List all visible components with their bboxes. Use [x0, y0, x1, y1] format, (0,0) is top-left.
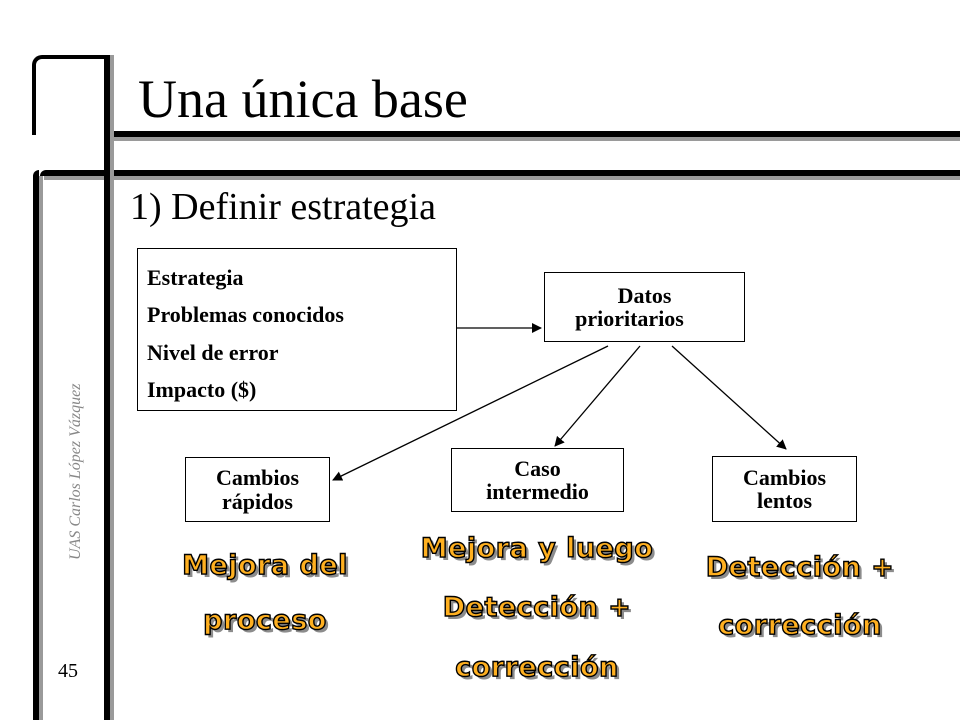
node-intermedio-line-1: Caso — [514, 455, 561, 481]
frame-second-bar-shadow — [44, 176, 960, 180]
strategy-item-estrategia: Estrategia — [147, 265, 244, 290]
outcome-lentos-line-2: corrección — [718, 609, 882, 641]
frame-outer-vertical-shadow — [39, 176, 43, 720]
node-datos-prioritarios: Datos prioritarios — [544, 272, 745, 342]
outcome-lentos-line-1: Detección + — [705, 551, 895, 583]
node-rapidos-line-1: Cambios — [215, 465, 300, 491]
node-caso-intermedio: Caso intermedio — [451, 448, 624, 512]
outcome-intermedio-line-2: Detección + — [442, 591, 632, 623]
node-cambios-rapidos: Cambios rápidos — [185, 457, 330, 522]
outcome-intermedio-line-1: Mejora y luego — [420, 532, 654, 564]
strategy-item-impacto: Impacto ($) — [147, 377, 257, 403]
outcome-intermedio-line-3: corrección — [455, 651, 619, 683]
frame-left-vertical-shadow — [110, 55, 114, 720]
outcome-rapidos-line-2: proceso — [202, 604, 327, 636]
arrow-datos-to-lentos — [671, 345, 787, 450]
frame-outer-vertical — [33, 170, 39, 720]
frame-top-bar-shadow — [110, 137, 960, 141]
arrow-datos-to-intermedio — [554, 345, 641, 447]
strategy-box: Estrategia Problemas conocidos Nivel de … — [137, 248, 457, 411]
frame-top-bar — [110, 131, 960, 137]
node-intermedio-line-2: intermedio — [486, 479, 589, 504]
page-number: 45 — [58, 660, 78, 682]
frame-top-left-square — [32, 55, 110, 135]
node-cambios-lentos: Cambios lentos — [712, 456, 857, 522]
node-lentos-line-2: lentos — [757, 488, 812, 513]
node-datos-line-1: Datos — [617, 282, 672, 308]
node-rapidos-line-2: rápidos — [222, 488, 293, 514]
outcome-rapidos-line-1: Mejora del — [181, 549, 348, 581]
slide-title: Una única base — [138, 69, 468, 129]
node-lentos-line-1: Cambios — [742, 464, 827, 490]
strategy-item-nivel-error: Nivel de error — [147, 339, 279, 365]
strategy-item-problemas: Problemas conocidos — [147, 302, 344, 328]
frame-second-bar — [40, 170, 960, 176]
node-datos-line-2: prioritarios — [575, 306, 684, 331]
slide-subtitle: 1) Definir estrategia — [130, 186, 436, 228]
frame-left-vertical — [104, 55, 110, 720]
arrow-datos-to-rapidos — [332, 345, 609, 481]
